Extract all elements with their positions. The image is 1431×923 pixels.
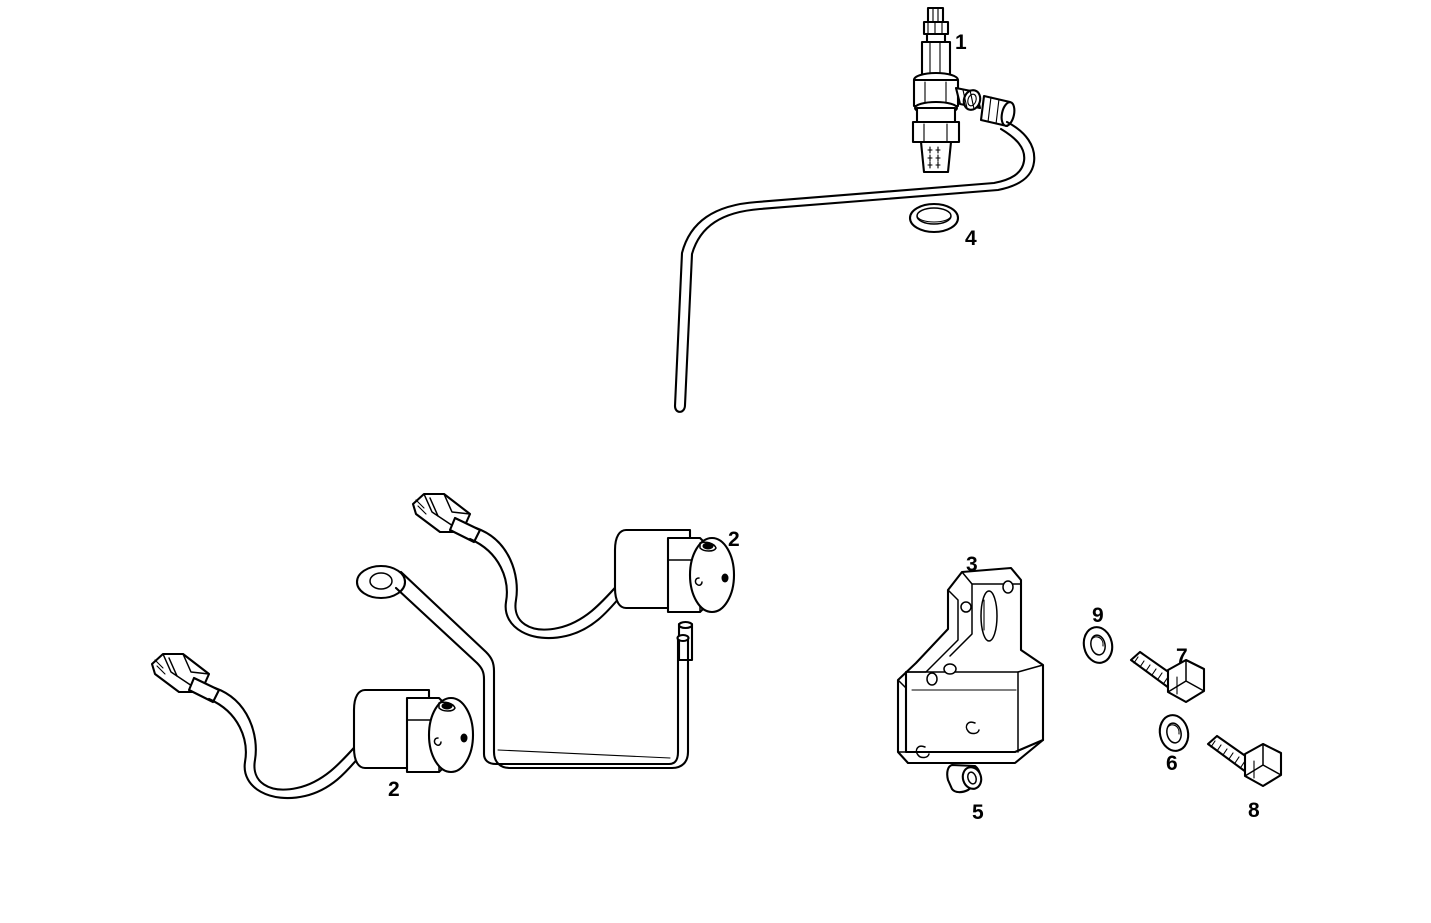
- hex-bolt-lower: [1206, 734, 1283, 788]
- washer-lower: [1158, 714, 1190, 752]
- hex-bolt-upper: [1129, 650, 1206, 704]
- callout-label-2-upper: 2: [728, 528, 740, 551]
- mounting-bracket: [896, 566, 1045, 765]
- fuel-line-upper: [673, 120, 1036, 413]
- callout-label-7: 7: [1176, 645, 1188, 668]
- injector-nozzle-assembly: [911, 6, 1016, 174]
- callout-label-4: 4: [965, 227, 977, 250]
- callout-label-2-lower: 2: [388, 778, 400, 801]
- callout-label-8: 8: [1248, 799, 1260, 822]
- callout-label-9: 9: [1092, 604, 1104, 627]
- fuel-line-connector: [355, 564, 690, 770]
- callout-label-3: 3: [966, 553, 978, 576]
- sealing-ring: [908, 202, 960, 234]
- callout-label-6: 6: [1166, 752, 1178, 775]
- bushing-spacer: [946, 763, 983, 794]
- callout-label-5: 5: [972, 801, 984, 824]
- fuel-pump-upper: [411, 492, 736, 662]
- fuel-pump-lower: [150, 652, 475, 800]
- callout-label-1: 1: [955, 31, 967, 54]
- washer-upper: [1082, 626, 1114, 664]
